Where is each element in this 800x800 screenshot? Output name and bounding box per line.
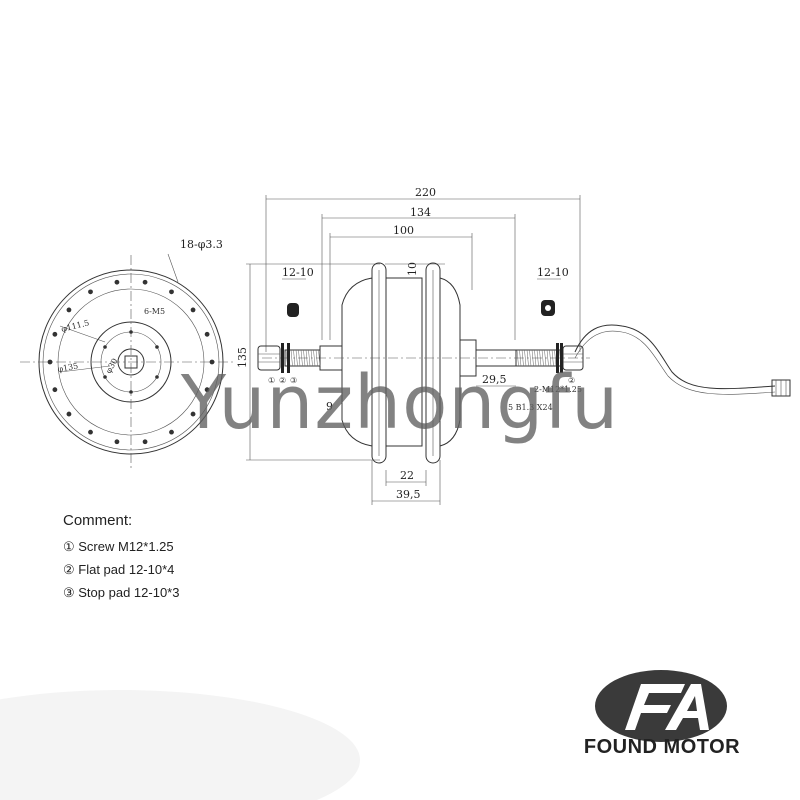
left-flange xyxy=(371,262,387,464)
dim-134: 134 xyxy=(410,206,431,219)
thread-line xyxy=(529,349,532,367)
diameter-30-label: φ30 xyxy=(104,357,120,375)
thread-line xyxy=(541,349,544,367)
callout-3: ③ xyxy=(290,376,297,385)
comment-block: Comment: ① Screw M12*1.25 ② Flat pad 12-… xyxy=(63,512,179,608)
nut-left xyxy=(257,345,281,371)
washer-right-b xyxy=(560,343,563,373)
dim-9: 9 xyxy=(326,400,333,413)
nut-left-detail-icon xyxy=(287,303,299,317)
spoke-hole xyxy=(204,331,210,337)
thread-line xyxy=(313,349,316,367)
leader-d2 xyxy=(59,365,111,373)
spoke-hole xyxy=(88,429,93,435)
spoke-hole xyxy=(209,359,215,365)
tap-holes xyxy=(103,330,159,394)
spoke-hole xyxy=(142,279,148,285)
washer-left-a xyxy=(281,343,284,373)
background-shade xyxy=(0,690,360,800)
dim-220: 220 xyxy=(415,186,436,199)
right-flange xyxy=(425,262,441,464)
comment-item-3: ③ Stop pad 12-10*3 xyxy=(63,585,180,600)
spoke-holes xyxy=(47,279,215,445)
washer-right-a xyxy=(556,343,559,373)
callout-right-2: ② xyxy=(568,376,575,385)
dim-10: 10 xyxy=(406,262,419,276)
spoke-hole xyxy=(114,439,120,445)
spoke-hole xyxy=(88,289,93,295)
spoke-hole xyxy=(47,359,53,365)
tap-hole xyxy=(155,345,159,349)
logo-letter-f xyxy=(625,684,685,730)
spoke-hole xyxy=(142,439,148,445)
thread-label: 2-M12*1.25 xyxy=(534,385,582,394)
tap-hole xyxy=(129,330,133,334)
tap-hole xyxy=(103,345,107,349)
callout-2: ② xyxy=(279,376,286,385)
thread-line xyxy=(546,349,549,367)
brand-name: FOUND MOTOR xyxy=(583,736,741,758)
spoke-hole xyxy=(66,411,72,417)
dim-39-5: 39,5 xyxy=(396,488,421,501)
spoke-hole xyxy=(169,429,174,435)
dim-100: 100 xyxy=(393,224,414,237)
spoke-hole xyxy=(204,387,210,393)
nut-left-label: 12-10 xyxy=(282,266,314,279)
leader-d1 xyxy=(59,325,106,343)
comment-item-2: ② Flat pad 12-10*4 xyxy=(63,562,175,577)
spoke-hole xyxy=(169,289,174,295)
spoke-hole xyxy=(190,411,196,417)
washer-left-b xyxy=(287,343,290,373)
motor-right-cover xyxy=(439,277,461,447)
spoke-hole xyxy=(66,307,72,313)
dim-135: 135 xyxy=(236,347,249,368)
spoke-hole xyxy=(52,387,58,393)
logo-letter-a xyxy=(665,684,709,730)
comment-item-1: ① Screw M12*1.25 xyxy=(63,539,174,554)
spoke-hole xyxy=(114,279,120,285)
tap-hole xyxy=(155,375,159,379)
comment-title: Comment: xyxy=(63,512,133,529)
spoke-hole xyxy=(190,307,196,313)
motor-cable-inner xyxy=(574,330,776,395)
tap-hole xyxy=(129,390,133,394)
tap-hole xyxy=(103,375,107,379)
holes-label: 18-φ3.3 xyxy=(180,238,223,251)
side-view: 220 134 100 10 135 xyxy=(236,186,791,505)
motor-left-cover xyxy=(341,277,373,447)
dim-29-5: 29,5 xyxy=(482,373,507,386)
thread-line xyxy=(290,349,293,367)
motor-body xyxy=(385,277,423,447)
thread-line xyxy=(295,349,298,367)
thread-line xyxy=(308,349,311,367)
dim-22: 22 xyxy=(400,469,414,482)
front-view: 18-φ3.3 6-M5 φ111.5 φ135 φ30 xyxy=(20,238,235,470)
spoke-hole xyxy=(52,331,58,337)
bearing-label: 5 B1.3 X24 xyxy=(508,403,553,412)
leader-holes xyxy=(167,253,179,283)
diameter-135-label: φ135 xyxy=(57,361,79,373)
motor-cable xyxy=(574,324,776,390)
callout-1: ① xyxy=(268,376,275,385)
tap-label: 6-M5 xyxy=(144,307,165,316)
nut-right-label: 12-10 xyxy=(537,266,569,279)
brand-logo: FA xyxy=(595,670,727,742)
thread-line xyxy=(524,349,527,367)
nut-right-detail-hole xyxy=(545,305,551,311)
